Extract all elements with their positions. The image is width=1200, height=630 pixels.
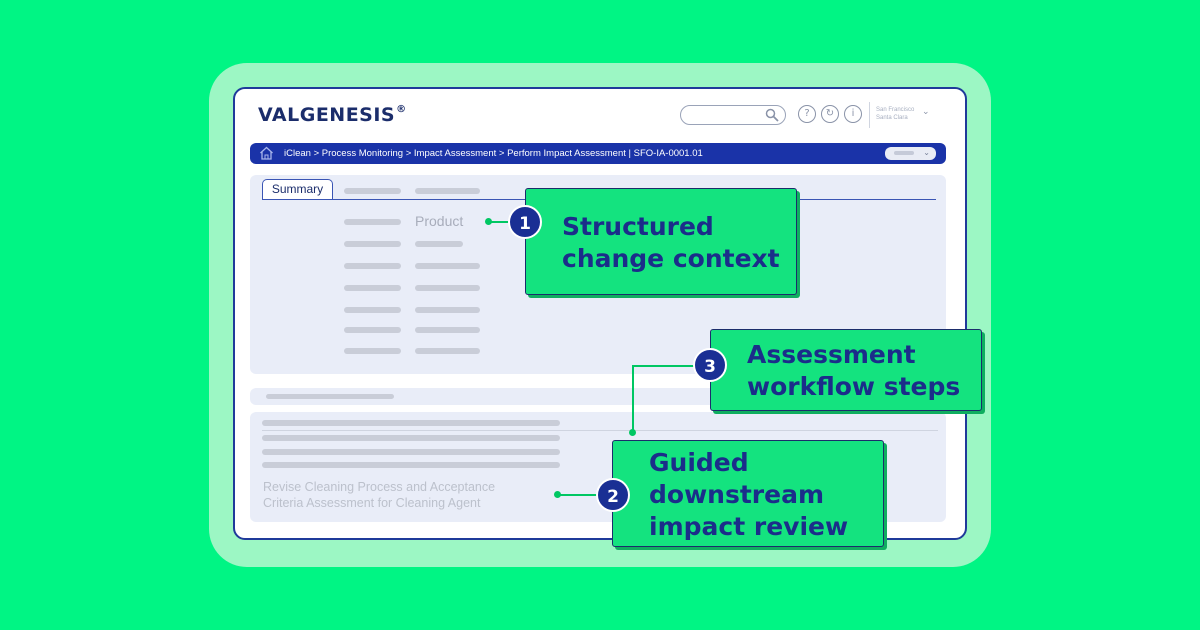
section-title-placeholder [266,394,394,399]
callout-3-line-1: Assessment [747,340,916,369]
callout-structured-change-context: Structured change context [525,188,797,295]
field-label-placeholder [344,219,401,225]
home-icon[interactable] [259,146,274,160]
field-value-placeholder [415,263,480,269]
callout-2-line-1: Guided [649,448,749,477]
impact-item-line-2: Criteria Assessment for Cleaning Agent [263,496,481,510]
info-icon[interactable]: i [844,105,862,123]
field-label-placeholder [344,241,401,247]
user-location[interactable]: San Francisco Santa Clara [876,106,914,122]
user-location-secondary: Santa Clara [876,115,908,121]
impact-item-line-1: Revise Cleaning Process and Acceptance [263,480,496,494]
callout-guided-downstream-impact-review: Guided downstream impact review [612,440,884,547]
sync-icon[interactable]: ↻ [821,105,839,123]
help-icon[interactable]: ? [798,105,816,123]
field-value-placeholder [415,307,480,313]
impact-line-placeholder [262,449,560,455]
callout-3-connector-v [632,365,634,432]
field-label-placeholder [344,263,401,269]
logo-text: VALGENESIS [258,104,396,126]
search-icon[interactable] [765,108,779,122]
callout-2-line-3: impact review [649,512,849,541]
tab-summary[interactable]: Summary [262,179,333,199]
field-label-placeholder [344,307,401,313]
callout-2-connector [558,494,598,496]
breadcrumb[interactable]: iClean > Process Monitoring > Impact Ass… [284,148,703,159]
chevron-down-icon: ⌄ [923,148,930,157]
callout-3-badge: 3 [693,348,727,382]
version-select-value [894,151,914,155]
field-label-placeholder [344,348,401,354]
field-value-placeholder [415,348,480,354]
product-label: Product [415,213,464,229]
field-label-placeholder [344,285,401,291]
logo-registered-mark: ® [396,104,407,115]
impact-item[interactable]: Revise Cleaning Process and Acceptance C… [263,479,495,511]
tab-placeholder[interactable] [344,188,401,194]
search-input[interactable] [680,105,786,125]
field-value-placeholder [415,241,463,247]
field-value-placeholder [415,327,480,333]
version-select[interactable]: ⌄ [885,147,936,160]
field-label-placeholder [344,327,401,333]
callout-3-connector-h [632,365,694,367]
impact-line-placeholder [262,462,560,468]
callout-1-line-1: Structured [562,212,714,241]
callout-1-connector [488,221,511,223]
header-divider [869,102,870,128]
impact-line-placeholder [262,420,560,426]
callout-1-anchor [485,218,492,225]
callout-2-line-2: downstream [649,480,824,509]
tab-placeholder[interactable] [415,188,480,194]
valgenesis-logo[interactable]: VALGENESIS® [258,104,407,126]
chevron-down-icon[interactable]: ⌄ [922,106,930,116]
callout-3-line-2: workflow steps [747,372,961,401]
callout-3-anchor [629,429,636,436]
callout-1-line-2: change context [562,244,780,273]
navigation-bar [250,143,946,164]
callout-assessment-workflow-steps: Assessment workflow steps [710,329,982,411]
callout-1-badge: 1 [508,205,542,239]
field-value-placeholder [415,285,480,291]
callout-2-badge: 2 [596,478,630,512]
divider [262,430,938,431]
callout-2-anchor [554,491,561,498]
user-location-primary: San Francisco [876,107,915,113]
impact-line-placeholder [262,435,560,441]
